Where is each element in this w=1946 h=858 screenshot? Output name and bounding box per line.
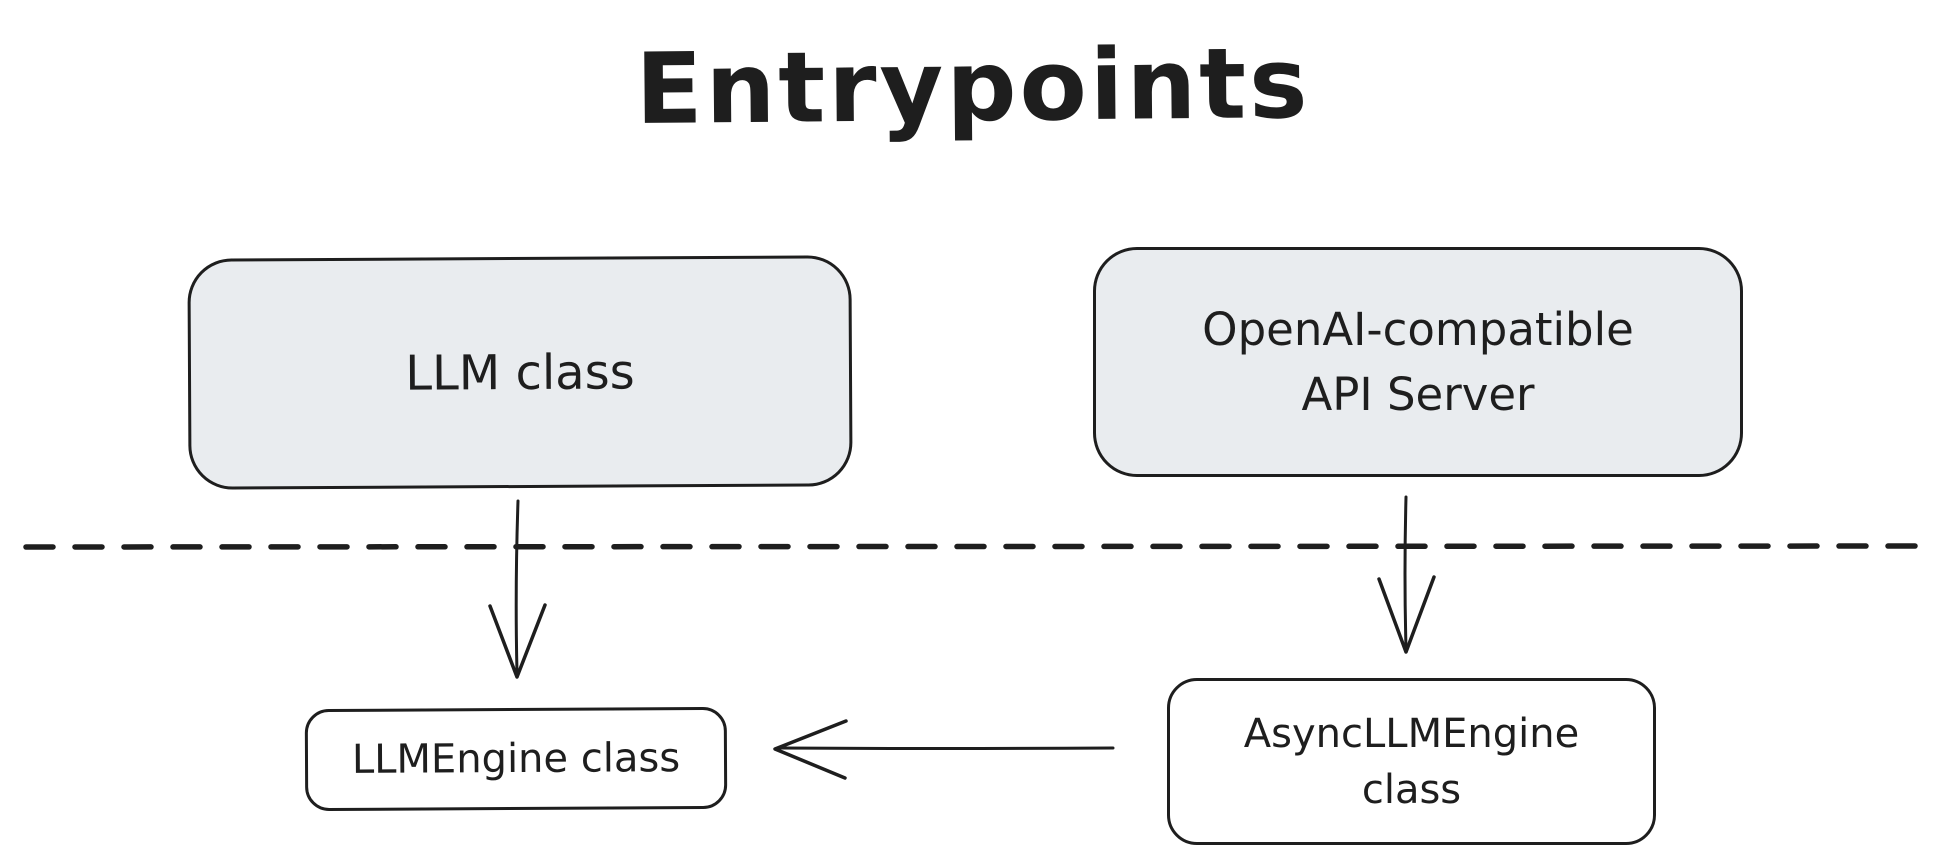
- node-api-server-label-line1: OpenAI-compatible: [1202, 302, 1634, 356]
- node-openai-compatible-api-server: OpenAI-compatible API Server: [1093, 247, 1743, 477]
- node-llm-engine-label: LLMEngine class: [351, 735, 681, 783]
- arrow-llm-to-llmengine: [488, 499, 547, 679]
- dashed-divider-line: [23, 543, 1925, 550]
- node-llm-class-label: LLM class: [405, 343, 635, 402]
- arrow-apiserver-to-asyncllmengine: [1377, 495, 1436, 654]
- arrow-asyncllmengine-to-llmengine: [773, 719, 1115, 780]
- diagram-title: Entrypoints: [635, 27, 1311, 147]
- node-asyncllmengine-class: AsyncLLMEngine class: [1167, 678, 1656, 845]
- node-llmengine-class: LLMEngine class: [304, 706, 728, 812]
- node-llm-class: LLM class: [187, 255, 853, 490]
- node-async-llm-engine-label-line1: AsyncLLMEngine: [1243, 710, 1580, 757]
- node-async-llm-engine-label-line2: class: [1361, 766, 1462, 813]
- node-api-server-label-line2: API Server: [1301, 368, 1535, 421]
